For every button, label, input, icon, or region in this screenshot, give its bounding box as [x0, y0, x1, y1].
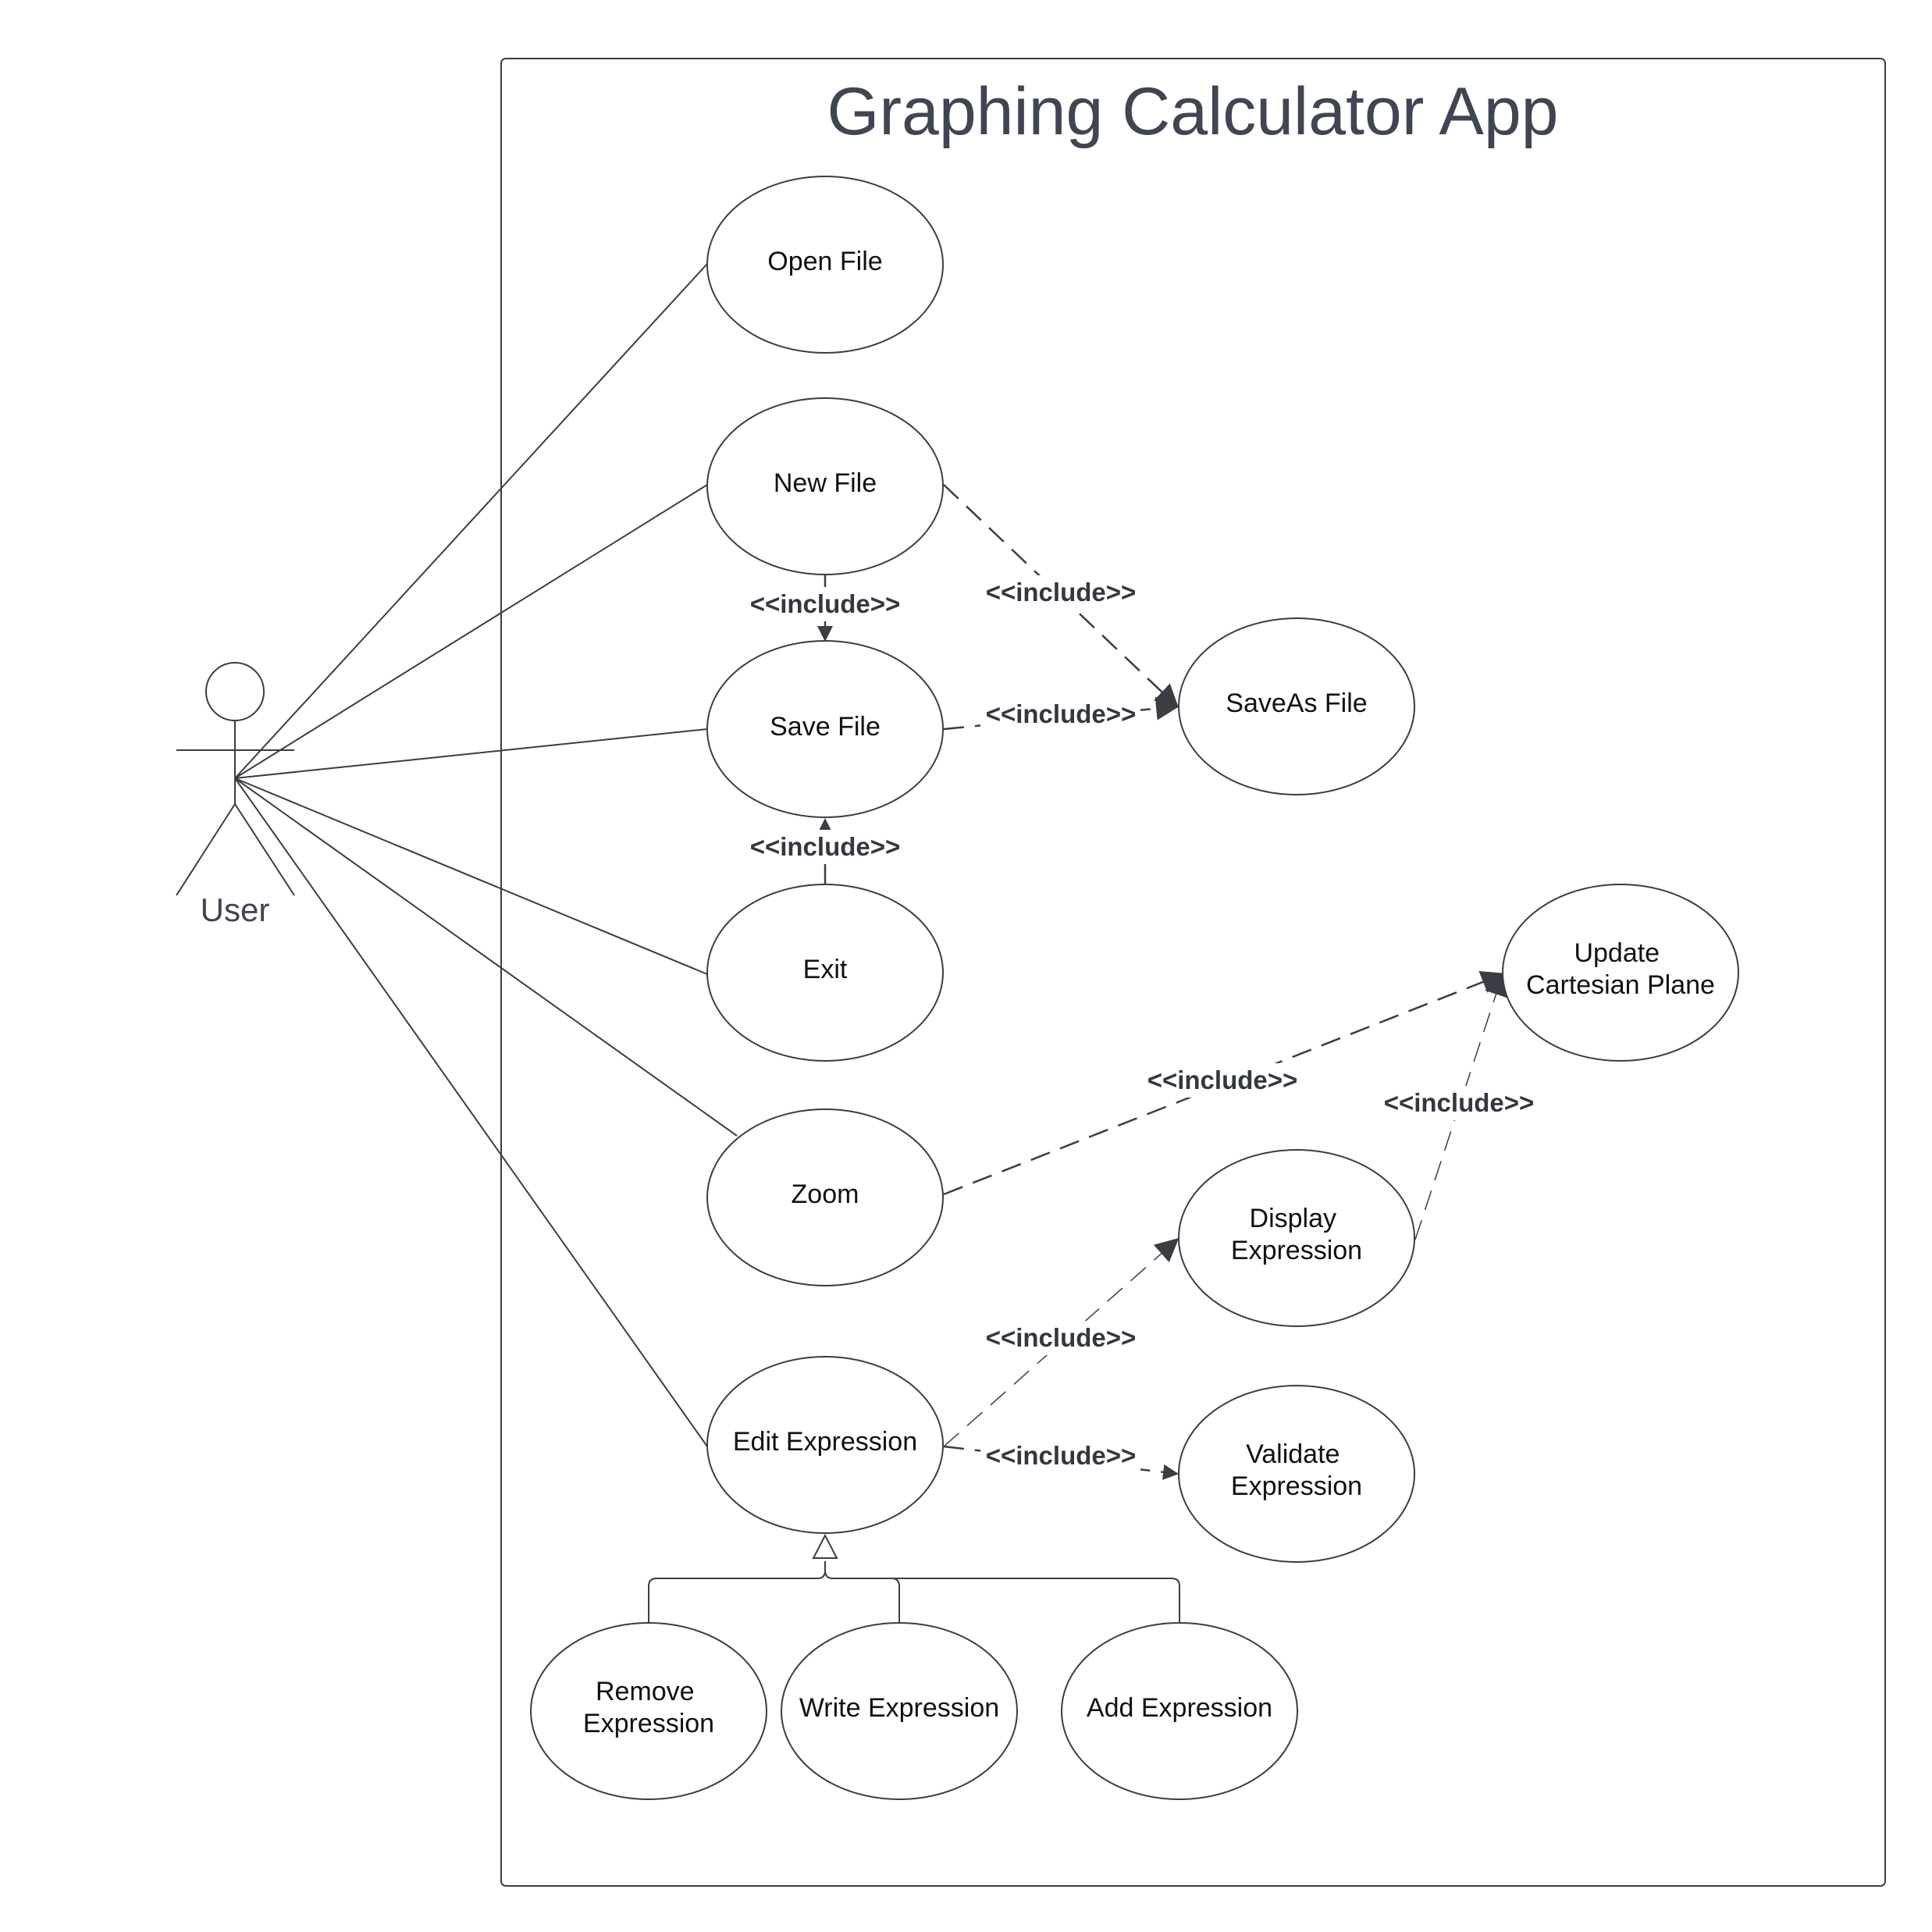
include-label-exit-savefile: <<include>>	[750, 832, 901, 861]
svg-text:Update Cartesian Plane: Update Cartesian Plane	[1526, 938, 1715, 1000]
include-label-zoom-update: <<include>>	[1147, 1066, 1298, 1094]
actor-head	[205, 662, 265, 721]
use-case-label-line-1: Remove	[596, 1677, 695, 1706]
svg-text:Exit: Exit	[803, 955, 848, 984]
include-label-newfile-savefile: <<include>>	[750, 589, 901, 618]
association-save-file	[234, 728, 708, 779]
use-case-exit[interactable]: Exit	[706, 884, 944, 1062]
include-label-newfile-saveas: <<include>>	[986, 578, 1137, 607]
use-case-validate-expression[interactable]: Validate Expression	[1178, 1385, 1415, 1563]
use-case-label-line-2: Expression	[583, 1709, 714, 1738]
use-case-edit-expression[interactable]: Edit Expression	[706, 1356, 944, 1534]
association-exit	[234, 777, 708, 975]
svg-text:Zoom: Zoom	[792, 1179, 859, 1209]
svg-text:Save File: Save File	[770, 712, 881, 742]
actor-user[interactable]: User	[176, 662, 295, 928]
include-labels: <<include>> <<include>> <<include>> <<in…	[745, 575, 1539, 1473]
include-label-edit-display: <<include>>	[986, 1323, 1137, 1352]
use-case-label: Edit Expression	[733, 1427, 917, 1457]
use-case-label-line-1: Display	[1250, 1204, 1336, 1233]
svg-text:Edit Expression: Edit Expression	[733, 1427, 917, 1457]
include-label-display-update: <<include>>	[1384, 1088, 1535, 1117]
use-case-update-cartesian-plane[interactable]: Update Cartesian Plane	[1502, 884, 1739, 1062]
actor-label: User	[201, 891, 270, 928]
use-case-zoom[interactable]: Zoom	[706, 1108, 944, 1286]
use-case-remove-expression[interactable]: Remove Expression	[530, 1622, 767, 1800]
generalization-arrowhead	[812, 1533, 838, 1559]
svg-text:Remove Expression: Remove Expression	[583, 1677, 714, 1738]
association-edit-expression	[234, 777, 708, 1447]
include-label-savefile-saveas: <<include>>	[986, 699, 1137, 728]
system-title: Graphing Calculator App	[827, 74, 1558, 149]
use-case-label: Open File	[767, 247, 882, 276]
svg-text:New File: New File	[774, 468, 877, 498]
svg-text:Display Expression: Display Expression	[1231, 1204, 1362, 1265]
association-open-file	[234, 263, 708, 779]
use-case-label-line-1: Validate	[1246, 1439, 1340, 1469]
svg-text:SaveAs File: SaveAs File	[1226, 688, 1367, 718]
use-case-label: Save File	[770, 712, 881, 742]
use-case-open-file[interactable]: Open File	[706, 176, 944, 354]
use-case-write-expression[interactable]: Write Expression	[781, 1622, 1018, 1800]
use-case-label-line-2: Expression	[1231, 1236, 1362, 1265]
association-zoom	[234, 777, 738, 1137]
use-case-label-line-2: Expression	[1231, 1471, 1362, 1501]
svg-text:Open File: Open File	[767, 247, 882, 276]
use-case-label: Zoom	[792, 1179, 859, 1209]
svg-text:Write Expression: Write Expression	[799, 1693, 999, 1723]
svg-text:Add Expression: Add Expression	[1087, 1693, 1272, 1723]
use-case-label: Exit	[803, 955, 848, 984]
use-case-label: Add Expression	[1087, 1693, 1272, 1723]
use-case-label: Write Expression	[799, 1693, 999, 1723]
use-case-save-file[interactable]: Save File	[706, 640, 944, 818]
use-case-add-expression[interactable]: Add Expression	[1061, 1622, 1298, 1800]
use-case-label-line-1: Update	[1574, 938, 1660, 968]
include-edit-display	[943, 1238, 1179, 1447]
use-case-label: New File	[774, 468, 877, 498]
generalization	[648, 1533, 1180, 1624]
use-case-label: SaveAs File	[1226, 688, 1367, 718]
use-case-new-file[interactable]: New File	[706, 397, 944, 575]
system-boundary	[500, 58, 1886, 1887]
svg-text:Validate Expression: Validate Expression	[1231, 1439, 1362, 1501]
associations	[234, 263, 738, 1447]
use-case-display-expression[interactable]: Display Expression	[1178, 1149, 1415, 1327]
use-case-saveas-file[interactable]: SaveAs File	[1178, 617, 1415, 795]
association-new-file	[234, 484, 708, 779]
include-label-edit-validate: <<include>>	[986, 1441, 1137, 1470]
use-case-label-line-2: Cartesian Plane	[1526, 970, 1715, 1000]
